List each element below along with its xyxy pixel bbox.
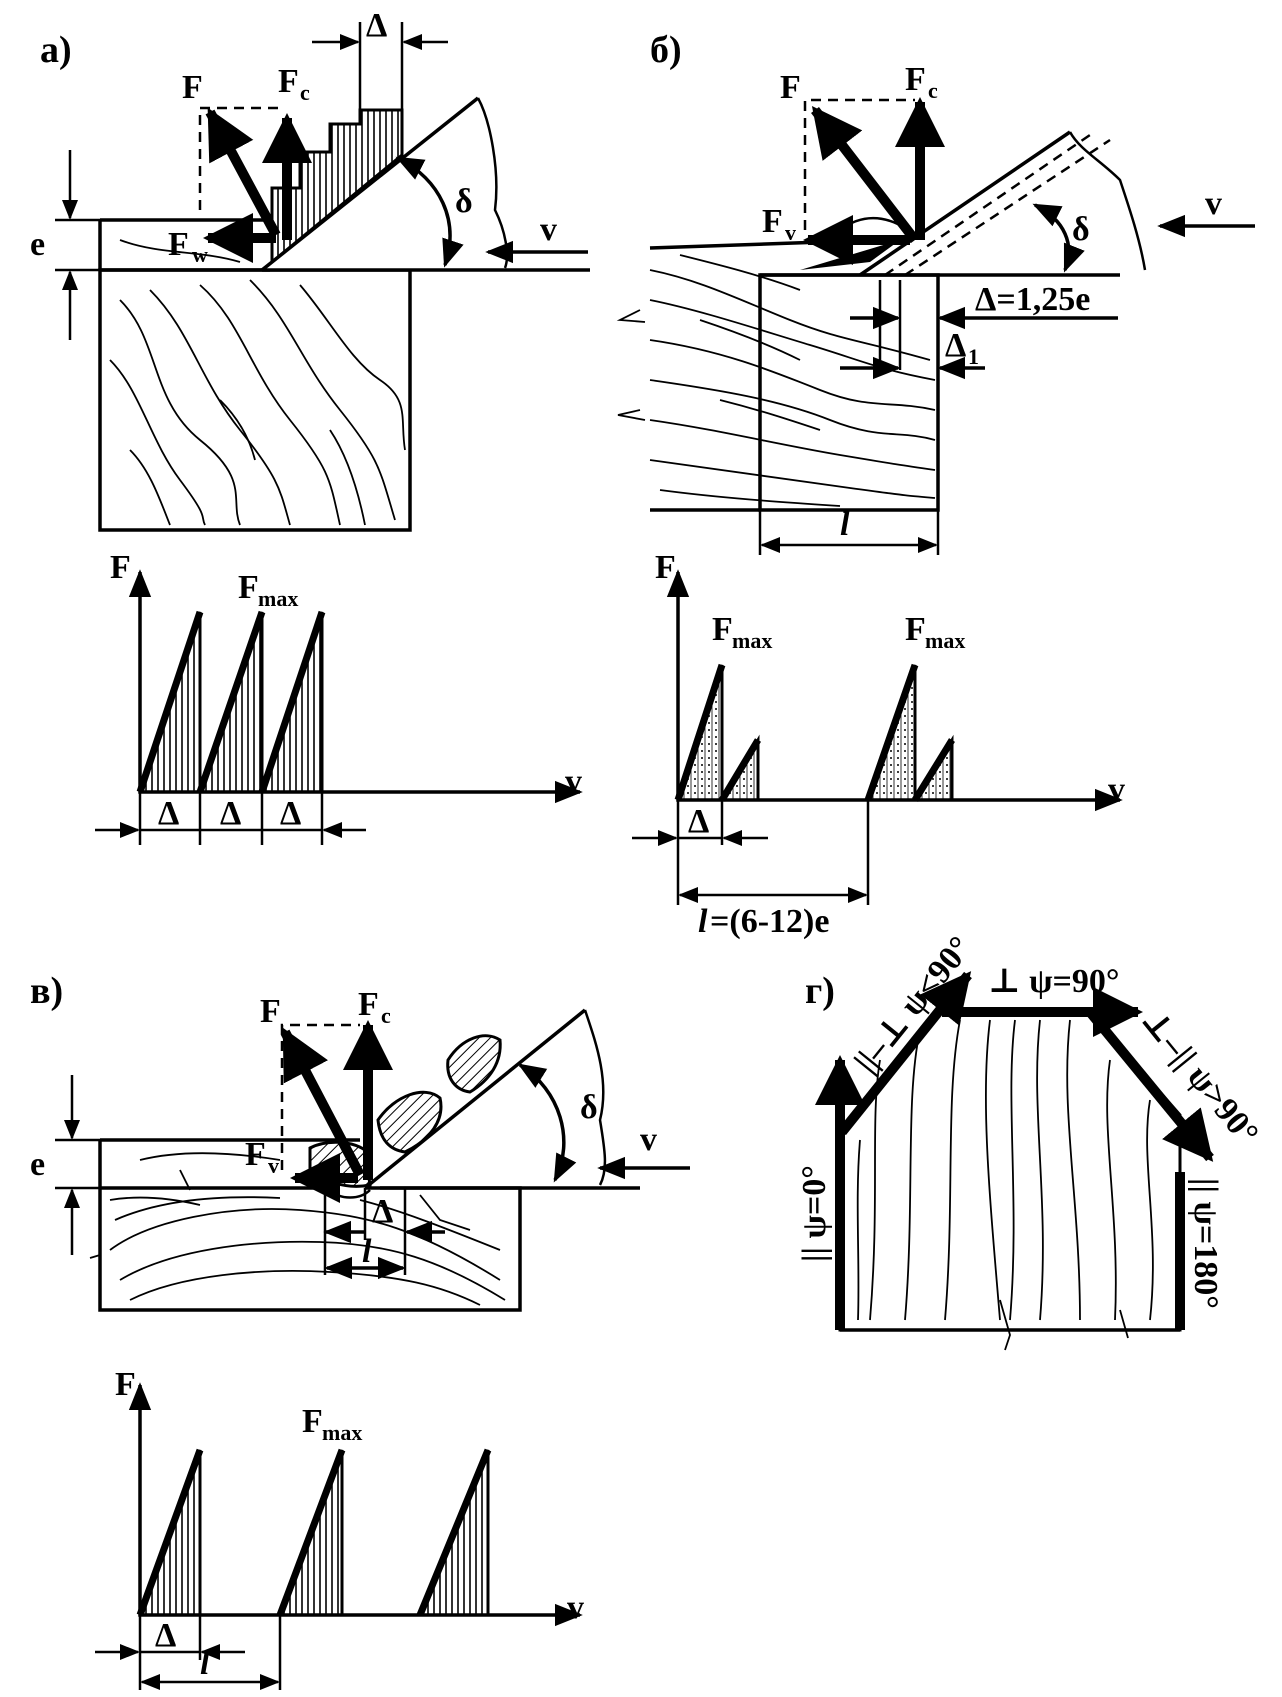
panel-g-label-left: || ψ=0° [796,1165,833,1262]
panel-a-graph-fmax: F [238,569,259,606]
panel-a-force-fw: F [168,226,189,263]
panel-b-v: v [1205,185,1222,222]
panel-a-graph-fmax-sub: max [258,586,298,611]
panel-v-angle-label: δ [580,1089,598,1126]
panel-g-label: г) [805,970,835,1012]
panel-v-graph-l: l [200,1645,210,1682]
panel-b-l-dim: l [758,506,940,555]
panel-v-force-fv: F [245,1136,266,1173]
panel-b-graph-delta: Δ [688,803,709,840]
panel-b-graph-x: v [1108,771,1125,808]
panel-b-force-fc: F [905,61,926,98]
panel-b-tool [859,130,1147,277]
panel-a-force-fc: F [278,63,299,100]
panel-g-wood [838,1010,1182,1351]
panel-b-graph-y: F [655,549,676,586]
panel-g-direction-arrows [815,971,1214,1330]
panel-b-graph: F v F max F max Δ l =(6-12)e [632,549,1125,940]
panel-b-angle: δ [1032,203,1090,273]
panel-b-l: l [840,506,850,543]
panel-a-graph: F v F max Δ Δ Δ [95,549,583,845]
panel-b-forces: F F c F v [762,61,945,265]
panel-v-wood-block [89,1138,522,1312]
panel-a-delta-dim: Δ [312,7,448,110]
panel-v-l: l [362,1233,372,1270]
panel-g-label-right: || ψ=180° [1187,1178,1224,1309]
panel-v-e-dim: e [30,1075,100,1255]
panel-b-graph-fmax2-sub: max [925,628,965,653]
panel-b-force-f: F [780,69,801,106]
panel-v-forces: F F c F v [245,986,393,1203]
panel-a-graph-delta-2: Δ [220,795,241,832]
panel-b-angle-label: δ [1072,211,1090,248]
panel-v-label: в) [30,970,63,1012]
panel-a-label: а) [40,29,72,71]
panel-a-graph-y: F [110,549,131,586]
panel-g: г) || ψ=0° ||–⊥ ψ<90° [796,930,1265,1351]
panel-v-v: v [640,1121,657,1158]
panel-v: в) [30,970,690,1690]
panel-b-delta1: Δ [945,327,966,364]
panel-v-graph-fmax: F [302,1403,323,1440]
panel-b-force-fv: F [762,203,783,240]
panel-v-graph-y: F [115,1366,136,1403]
panel-b-graph-fmax1-sub: max [732,628,772,653]
panel-v-force-fc-sub: c [381,1003,391,1028]
panel-a-angle-label: δ [455,183,473,220]
panel-v-graph-delta: Δ [155,1617,176,1654]
panel-a-e: e [30,226,45,263]
panel-v-e: e [30,1146,45,1183]
panel-b-label: б) [650,29,682,71]
panel-a-e-dim: e [30,150,100,340]
panel-v-delta: Δ [372,1193,393,1230]
panel-b-graph-l-sym: l [698,903,708,940]
panel-b-delta-dims: Δ=1,25e Δ 1 [840,280,1118,380]
panel-b-force-fv-sub: v [785,220,796,245]
panel-v-graph: F v F max Δ l [95,1366,584,1690]
panel-b-graph-l-rest: =(6-12)e [710,903,829,940]
panel-a-graph-delta-3: Δ [280,795,301,832]
panel-v-graph-x: v [567,1589,584,1626]
panel-a-force-fw-sub: w [192,242,208,267]
panel-a-graph-delta-1: Δ [158,795,179,832]
panel-v-dims: Δ l [323,1188,445,1280]
panel-b: б) [616,29,1255,940]
panel-a-v: v [540,211,557,248]
panel-v-force-fv-sub: v [268,1153,279,1178]
panel-a: а) [30,7,590,845]
panel-a-graph-x: v [565,763,582,800]
panel-b-force-fc-sub: c [928,78,938,103]
panel-b-delta1-sub: 1 [968,344,979,369]
panel-a-force-f: F [182,69,203,106]
panel-b-velocity: v [1157,185,1255,238]
panel-g-label-top: ⊥ ψ=90° [988,963,1120,1000]
panel-v-velocity: v [597,1121,690,1180]
panel-b-delta-eq: Δ=1,25e [975,281,1090,318]
panel-a-forces: F F c F w [168,63,312,267]
panel-a-angle: δ [395,156,473,268]
panel-v-force-fc: F [358,986,379,1023]
panel-v-force-f: F [260,993,281,1030]
panel-b-graph-fmax1: F [712,611,733,648]
panel-a-velocity: v [485,211,588,264]
panel-b-graph-fmax2: F [905,611,926,648]
panel-a-force-fc-sub: c [300,80,310,105]
panel-v-graph-fmax-sub: max [322,1420,362,1445]
panel-a-delta: Δ [366,7,387,44]
panel-v-angle: δ [517,1063,598,1183]
